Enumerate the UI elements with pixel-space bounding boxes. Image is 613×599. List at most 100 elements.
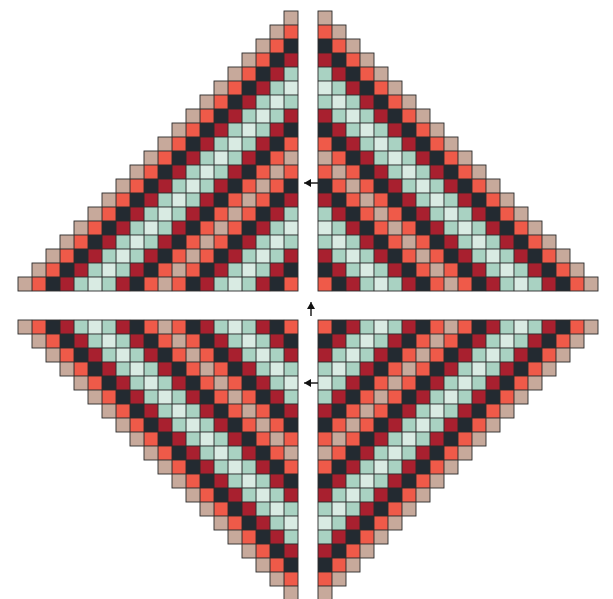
quilt-square: [318, 460, 332, 474]
quilt-square: [88, 334, 102, 348]
quilt-square: [430, 418, 444, 432]
quilt-square: [158, 193, 172, 207]
quilt-square: [46, 320, 60, 334]
quilt-square: [556, 277, 570, 291]
quilt-square: [144, 390, 158, 404]
quilt-square: [242, 249, 256, 263]
quilt-square: [186, 488, 200, 502]
quilt-square: [332, 404, 346, 418]
quilt-square: [130, 404, 144, 418]
quilt-square: [144, 418, 158, 432]
quilt-square: [374, 249, 388, 263]
quilt-square: [130, 263, 144, 277]
quilt-square: [472, 376, 486, 390]
quilt-square: [270, 179, 284, 193]
quilt-square: [256, 544, 270, 558]
quilt-square: [270, 249, 284, 263]
quilt-square: [172, 179, 186, 193]
quilt-square: [486, 376, 500, 390]
quilt-square: [242, 320, 256, 334]
quilt-square: [270, 488, 284, 502]
quilt-square: [542, 320, 556, 334]
quilt-square: [332, 235, 346, 249]
quilt-square: [374, 488, 388, 502]
quilt-square: [242, 193, 256, 207]
quilt-square: [256, 558, 270, 572]
quilt-square: [430, 376, 444, 390]
quilt-square: [102, 320, 116, 334]
quilt-square: [360, 404, 374, 418]
quilt-square: [270, 277, 284, 291]
quilt-square: [200, 404, 214, 418]
quilt-square: [332, 474, 346, 488]
quilt-square: [556, 334, 570, 348]
quilt-square: [374, 502, 388, 516]
quilt-square: [318, 572, 332, 586]
quilt-square: [270, 137, 284, 151]
quilt-square: [388, 376, 402, 390]
quilt-square: [458, 221, 472, 235]
quilt-square: [256, 263, 270, 277]
quilt-square: [500, 404, 514, 418]
quilt-square: [458, 446, 472, 460]
quilt-square: [388, 235, 402, 249]
quilt-square: [256, 249, 270, 263]
quilt-square: [116, 348, 130, 362]
quilt-square: [444, 320, 458, 334]
quilt-square: [200, 446, 214, 460]
quilt-square: [570, 277, 584, 291]
quilt-square: [144, 362, 158, 376]
quilt-square: [284, 460, 298, 474]
quilt-square: [584, 277, 598, 291]
quilt-square: [102, 362, 116, 376]
quilt-square: [130, 277, 144, 291]
quilt-square: [570, 334, 584, 348]
quilt-square: [102, 193, 116, 207]
quilt-square: [374, 362, 388, 376]
quilt-square: [374, 179, 388, 193]
quilt-square: [242, 362, 256, 376]
quilt-square: [416, 474, 430, 488]
quilt-square: [332, 432, 346, 446]
quilt-square: [214, 516, 228, 530]
quilt-square: [500, 348, 514, 362]
quilt-square: [130, 418, 144, 432]
quilt-square: [500, 277, 514, 291]
quilt-square: [242, 404, 256, 418]
quilt-square: [514, 362, 528, 376]
quilt-square: [430, 404, 444, 418]
quilt-square: [158, 460, 172, 474]
quilt-square: [388, 502, 402, 516]
quilt-square: [158, 179, 172, 193]
quilt-square: [332, 179, 346, 193]
quilt-square: [360, 67, 374, 81]
quilt-square: [74, 334, 88, 348]
quadrant-top-left: [18, 11, 298, 291]
quilt-square: [318, 362, 332, 376]
quilt-square: [256, 460, 270, 474]
quilt-square: [200, 376, 214, 390]
quilt-square: [214, 376, 228, 390]
quilt-square: [500, 221, 514, 235]
quilt-square: [270, 404, 284, 418]
quilt-square: [360, 432, 374, 446]
quilt-square: [284, 488, 298, 502]
quilt-square: [200, 488, 214, 502]
quilt-square: [172, 123, 186, 137]
quilt-square: [416, 446, 430, 460]
quilt-square: [332, 376, 346, 390]
quilt-square: [416, 235, 430, 249]
quilt-square: [402, 207, 416, 221]
quilt-square: [172, 362, 186, 376]
quilt-square: [332, 263, 346, 277]
quilt-square: [116, 235, 130, 249]
quilt-square: [486, 221, 500, 235]
quilt-square: [318, 81, 332, 95]
quilt-square: [102, 235, 116, 249]
quilt-square: [458, 151, 472, 165]
quilt-square: [542, 348, 556, 362]
quilt-square: [270, 432, 284, 446]
quilt-square: [332, 109, 346, 123]
quilt-square: [270, 25, 284, 39]
quilt-square: [486, 263, 500, 277]
